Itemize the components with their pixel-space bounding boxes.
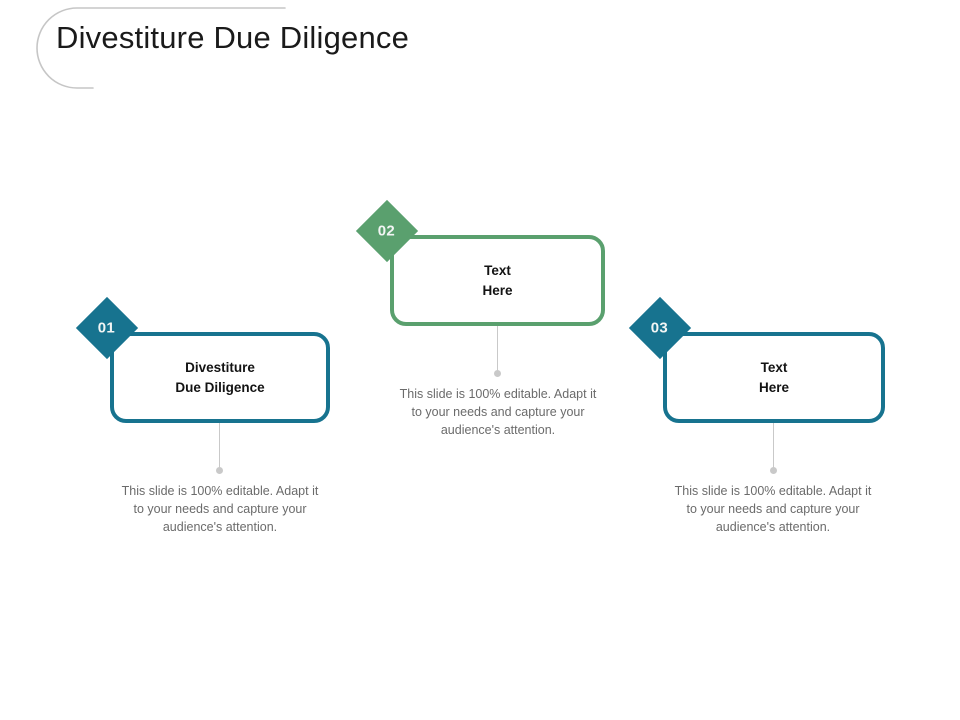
connector-line-03 <box>773 423 774 470</box>
card-01-label: Divestiture Due Diligence <box>175 360 265 395</box>
connector-line-01 <box>219 423 220 470</box>
card-02[interactable]: Text Here <box>390 235 605 326</box>
description-03: This slide is 100% editable. Adapt it to… <box>674 484 872 535</box>
page-title: Divestiture Due Diligence <box>56 20 410 55</box>
card-03[interactable]: Text Here <box>663 332 885 423</box>
connector-dot-03 <box>770 467 777 474</box>
card-02-label: Text Here <box>482 263 513 298</box>
description-01: This slide is 100% editable. Adapt it to… <box>121 484 319 535</box>
diamond-badge-03-number: 03 <box>651 319 669 337</box>
card-01[interactable]: Divestiture Due Diligence <box>110 332 330 423</box>
connector-dot-02 <box>494 370 501 377</box>
card-03-label: Text Here <box>758 360 790 395</box>
diamond-badge-01-number: 01 <box>98 319 116 337</box>
description-02: This slide is 100% editable. Adapt it to… <box>399 387 597 438</box>
connector-dot-01 <box>216 467 223 474</box>
connector-line-02 <box>497 326 498 373</box>
diamond-badge-02-number: 02 <box>378 222 396 240</box>
